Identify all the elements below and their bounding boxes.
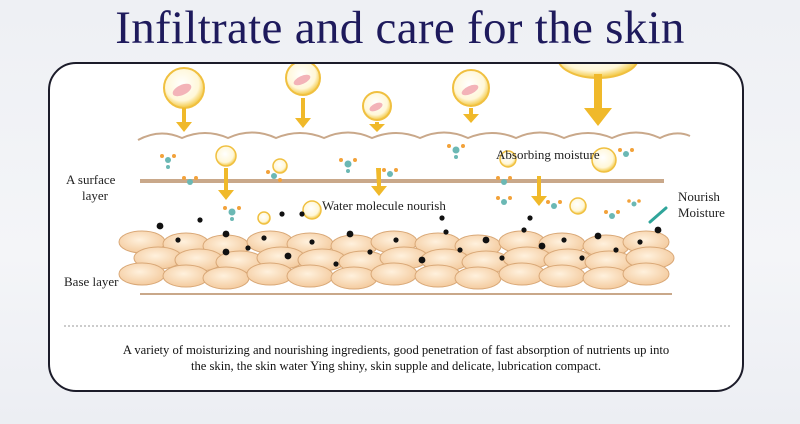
nutrient-particle	[261, 235, 267, 241]
skin-cell	[246, 262, 294, 286]
nutrient-particles	[156, 211, 662, 267]
nutrient-particle	[197, 217, 203, 223]
water-molecule-icon	[339, 158, 357, 173]
water-molecule-icon	[496, 196, 512, 205]
water-molecule-icon	[160, 154, 176, 169]
nutrient-bubbles	[163, 64, 638, 225]
water-molecule-icon	[182, 176, 198, 185]
penetration-arrows	[176, 74, 612, 206]
label-surface-layer-1: A surface	[66, 172, 116, 187]
skin-cell	[330, 266, 378, 290]
water-molecule-icon	[223, 206, 241, 221]
arrow-down	[463, 108, 479, 123]
nutrient-particle	[457, 247, 463, 253]
nutrient-bubble	[452, 69, 490, 107]
nutrient-bubble	[499, 150, 517, 168]
skin-diagram: A surface layer Base layer Absorbing moi…	[64, 64, 732, 327]
skin-cell	[118, 262, 166, 286]
water-molecule-icon	[627, 199, 641, 207]
nutrient-particle	[309, 239, 315, 245]
water-molecules	[160, 144, 641, 221]
nutrient-particle	[245, 245, 251, 251]
arrow-down	[584, 74, 612, 126]
nutrient-particle	[561, 237, 567, 243]
water-molecule-icon	[447, 144, 465, 159]
arrow-down	[295, 98, 311, 128]
nutrient-particle	[594, 232, 602, 240]
nutrient-particle	[346, 230, 354, 238]
skin-cell	[498, 262, 546, 286]
label-surface-layer-2: layer	[82, 188, 109, 203]
nutrient-bubble	[163, 67, 205, 109]
nutrient-particle	[439, 215, 445, 221]
nutrient-particle	[284, 252, 292, 260]
skin-cell	[454, 266, 502, 290]
label-absorbing-moisture: Absorbing moisture	[496, 147, 600, 162]
nutrient-particle	[499, 255, 505, 261]
caption: A variety of moisturizing and nourishing…	[60, 342, 732, 374]
arrow-down	[176, 108, 192, 132]
skin-cell	[622, 262, 670, 286]
nutrient-particle	[443, 229, 449, 235]
water-molecule-icon	[266, 170, 282, 182]
water-molecule-icon	[496, 176, 512, 185]
label-nourish: Nourish	[678, 189, 720, 204]
nutrient-particle	[175, 237, 181, 243]
nutrient-particle	[333, 261, 339, 267]
skin-surface-curve	[137, 131, 691, 141]
arrow-down	[371, 168, 387, 196]
nutrient-particle	[299, 211, 305, 217]
nutrient-bubble	[285, 64, 321, 96]
label-base-layer: Base layer	[64, 274, 119, 289]
page-title: Infiltrate and care for the skin	[115, 2, 685, 54]
nutrient-bubble	[257, 211, 271, 225]
nutrient-particle	[222, 230, 230, 238]
skin-cells	[118, 230, 675, 290]
nutrient-particle	[654, 226, 662, 234]
nutrient-particle	[279, 211, 285, 217]
skin-cell	[202, 266, 250, 290]
water-molecule-icon	[604, 210, 620, 219]
nutrient-particle	[579, 255, 585, 261]
skin-cell	[162, 264, 210, 288]
skin-cell	[414, 264, 462, 288]
nutrient-particle	[637, 239, 643, 245]
caption-line-2: the skin, the skin water Ying shiny, ski…	[190, 359, 602, 373]
nutrient-bubble	[569, 197, 587, 215]
nutrient-particle	[527, 215, 533, 221]
diagram-card: A surface layer Base layer Absorbing moi…	[48, 62, 744, 392]
arrow-down	[218, 168, 234, 200]
nutrient-particle	[538, 242, 546, 250]
water-molecule-icon	[546, 200, 562, 209]
nutrient-particle	[482, 236, 490, 244]
nutrient-particle	[222, 248, 230, 256]
nutrient-particle	[367, 249, 373, 255]
skin-cell	[582, 266, 630, 290]
skin-cell	[286, 264, 334, 288]
label-water-molecule: Water molecule nourish	[322, 198, 446, 213]
label-moisture: Moisture	[678, 205, 725, 220]
skin-cell	[538, 264, 586, 288]
nutrient-bubble	[591, 147, 617, 173]
skin-cell	[370, 262, 418, 286]
nutrient-particle	[156, 222, 164, 230]
water-molecule-icon	[618, 148, 634, 157]
nutrient-particle	[521, 227, 527, 233]
water-molecule-icon	[382, 168, 398, 177]
arrow-down	[531, 176, 547, 206]
nutrient-bubble	[362, 91, 392, 121]
nutrient-particle	[613, 247, 619, 253]
caption-line-1: A variety of moisturizing and nourishing…	[122, 343, 670, 357]
nutrient-particle	[418, 256, 426, 264]
nourish-pointer-line	[648, 206, 668, 224]
nutrient-bubble	[215, 145, 237, 167]
arrow-down	[369, 122, 385, 132]
nutrient-bubble	[302, 200, 322, 220]
nutrient-particle	[393, 237, 399, 243]
nutrient-bubble	[272, 158, 288, 174]
